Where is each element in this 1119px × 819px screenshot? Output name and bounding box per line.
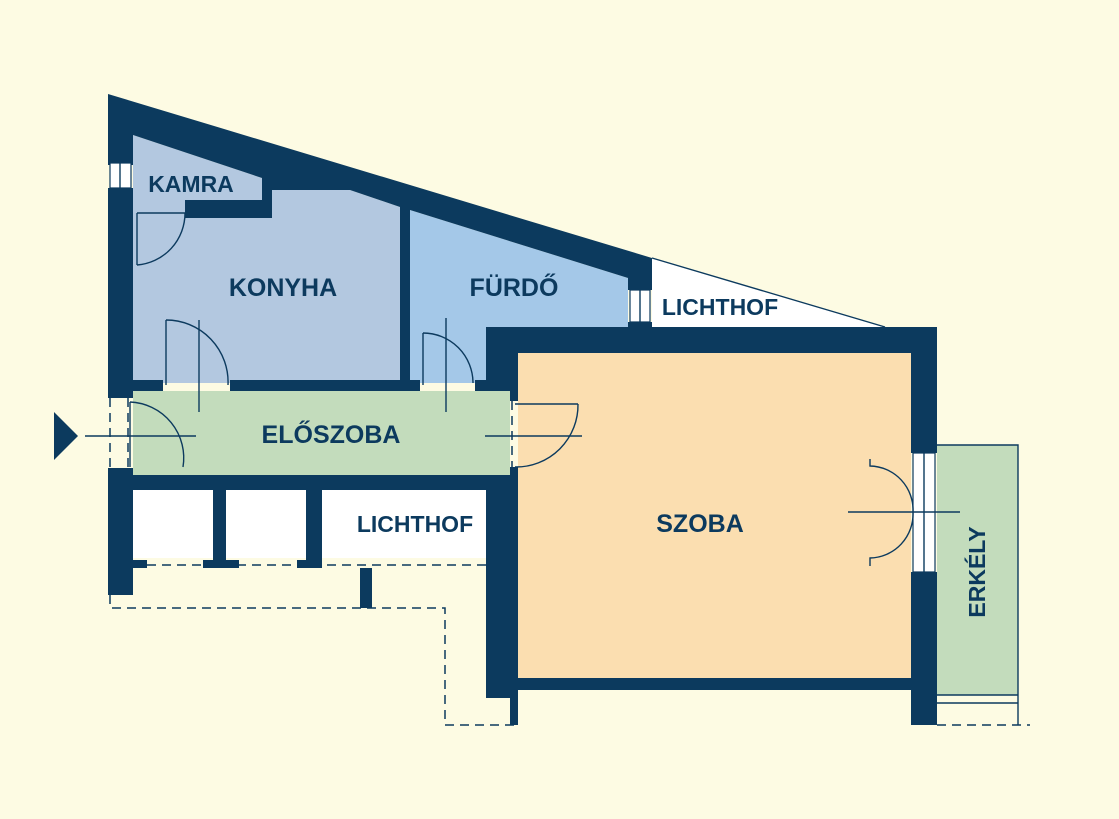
wall-storage-bottom-3 bbox=[297, 560, 322, 568]
balcony-outline bbox=[937, 444, 1019, 725]
label-erkely: ERKÉLY bbox=[963, 526, 990, 617]
door-furdo bbox=[422, 318, 474, 412]
wall-room-top bbox=[486, 327, 937, 353]
wall-room-left-3 bbox=[486, 482, 518, 698]
door-entrance bbox=[85, 401, 196, 468]
label-konyha: KONYHA bbox=[229, 274, 337, 302]
wall-storage-bottom-2 bbox=[203, 560, 239, 568]
label-eloszoba: ELŐSZOBA bbox=[262, 420, 401, 449]
wall-room-top-left bbox=[486, 342, 518, 383]
dashed-outline-storage bbox=[109, 595, 515, 726]
wall-room-bottom bbox=[518, 678, 911, 690]
storage-box-2 bbox=[226, 490, 306, 558]
wall-left-upper bbox=[108, 135, 133, 165]
wall-kamra-side bbox=[262, 178, 272, 218]
label-kamra: KAMRA bbox=[148, 171, 234, 197]
label-lichthof-bottom: LICHTHOF bbox=[357, 511, 473, 537]
wall-left-lower bbox=[108, 468, 133, 595]
wall-storage-3 bbox=[360, 568, 372, 608]
wall-hall-top-1 bbox=[133, 380, 163, 391]
label-szoba: SZOBA bbox=[656, 510, 744, 538]
wall-room-right-1 bbox=[911, 327, 937, 453]
label-furdo: FÜRDŐ bbox=[470, 273, 559, 302]
door-kamra bbox=[136, 212, 186, 266]
wall-top-slant bbox=[108, 94, 652, 288]
wall-storage-1 bbox=[213, 490, 226, 568]
wall-room-left-1 bbox=[510, 383, 518, 401]
wall-hall-top-2 bbox=[230, 380, 420, 391]
wall-bath-right bbox=[628, 262, 652, 290]
wall-left-mid bbox=[108, 188, 133, 398]
door-balcony bbox=[848, 459, 960, 566]
szoba-area bbox=[518, 353, 911, 678]
storage-box-1 bbox=[133, 490, 213, 558]
wall-kamra bbox=[185, 200, 270, 218]
door-szoba bbox=[485, 403, 582, 468]
lichthof-bottom-area bbox=[322, 490, 507, 558]
entrance-arrow-icon bbox=[54, 412, 78, 460]
wall-room-left-2 bbox=[510, 467, 518, 482]
eloszoba-area bbox=[133, 391, 510, 475]
wall-room-right-2 bbox=[911, 572, 937, 725]
wall-room-left-4 bbox=[510, 698, 518, 725]
wall-hall-top-3 bbox=[475, 380, 518, 391]
konyha-area bbox=[133, 190, 400, 383]
kamra-area bbox=[133, 135, 262, 210]
erkely-area bbox=[937, 445, 1018, 695]
wall-hall-bottom bbox=[133, 475, 518, 490]
lichthof-top-outline bbox=[651, 257, 886, 328]
wall-storage-2 bbox=[306, 490, 322, 568]
wall-kitchen-bath bbox=[400, 207, 410, 387]
door-konyha bbox=[165, 319, 229, 412]
wall-storage-bottom-1 bbox=[133, 560, 147, 568]
label-lichthof-top: LICHTHOF bbox=[662, 294, 778, 320]
